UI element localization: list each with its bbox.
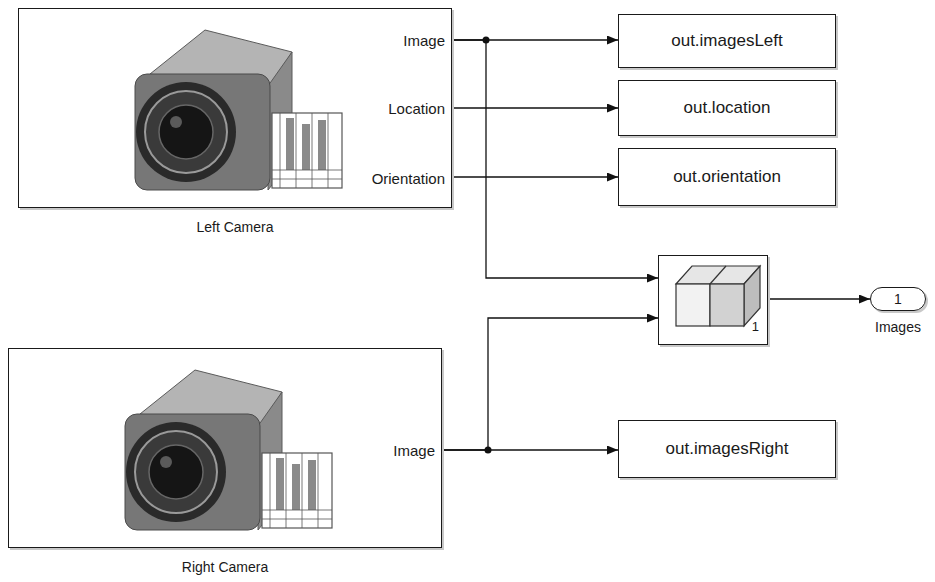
block-label: out.orientation xyxy=(673,168,781,186)
block-label: 1 xyxy=(752,318,759,336)
concatenate-block: 1 xyxy=(658,255,768,345)
concatenate-icon xyxy=(676,266,760,326)
signal-line xyxy=(452,107,618,108)
workspace-block: out.orientation xyxy=(618,148,836,206)
port-label: Orientation xyxy=(372,170,445,188)
camera-icon xyxy=(135,30,342,190)
signal-line xyxy=(452,176,618,177)
block-label: out.imagesLeft xyxy=(671,32,783,50)
block-name: Right Camera xyxy=(182,558,268,576)
signal-line xyxy=(452,40,658,278)
camera-block: ImageLocationOrientationLeft Camera xyxy=(18,8,452,208)
workspace-block: out.imagesLeft xyxy=(618,14,836,68)
block-name: Images xyxy=(875,318,921,336)
port-label: Image xyxy=(403,32,445,50)
block-label: out.location xyxy=(684,99,771,117)
outport-block: 1Images xyxy=(870,287,926,311)
signal-line xyxy=(768,298,870,299)
block-name: Left Camera xyxy=(196,218,273,236)
workspace-block: out.imagesRight xyxy=(618,420,836,478)
port-label: Image xyxy=(393,442,435,460)
port-label: Location xyxy=(388,100,445,118)
workspace-block: out.location xyxy=(618,80,836,136)
camera-icon xyxy=(125,370,332,530)
block-label: 1 xyxy=(894,290,902,308)
signal-line xyxy=(442,318,658,450)
signal-line xyxy=(442,449,618,450)
camera-block: ImageRight Camera xyxy=(8,348,442,548)
block-label: out.imagesRight xyxy=(666,440,789,458)
